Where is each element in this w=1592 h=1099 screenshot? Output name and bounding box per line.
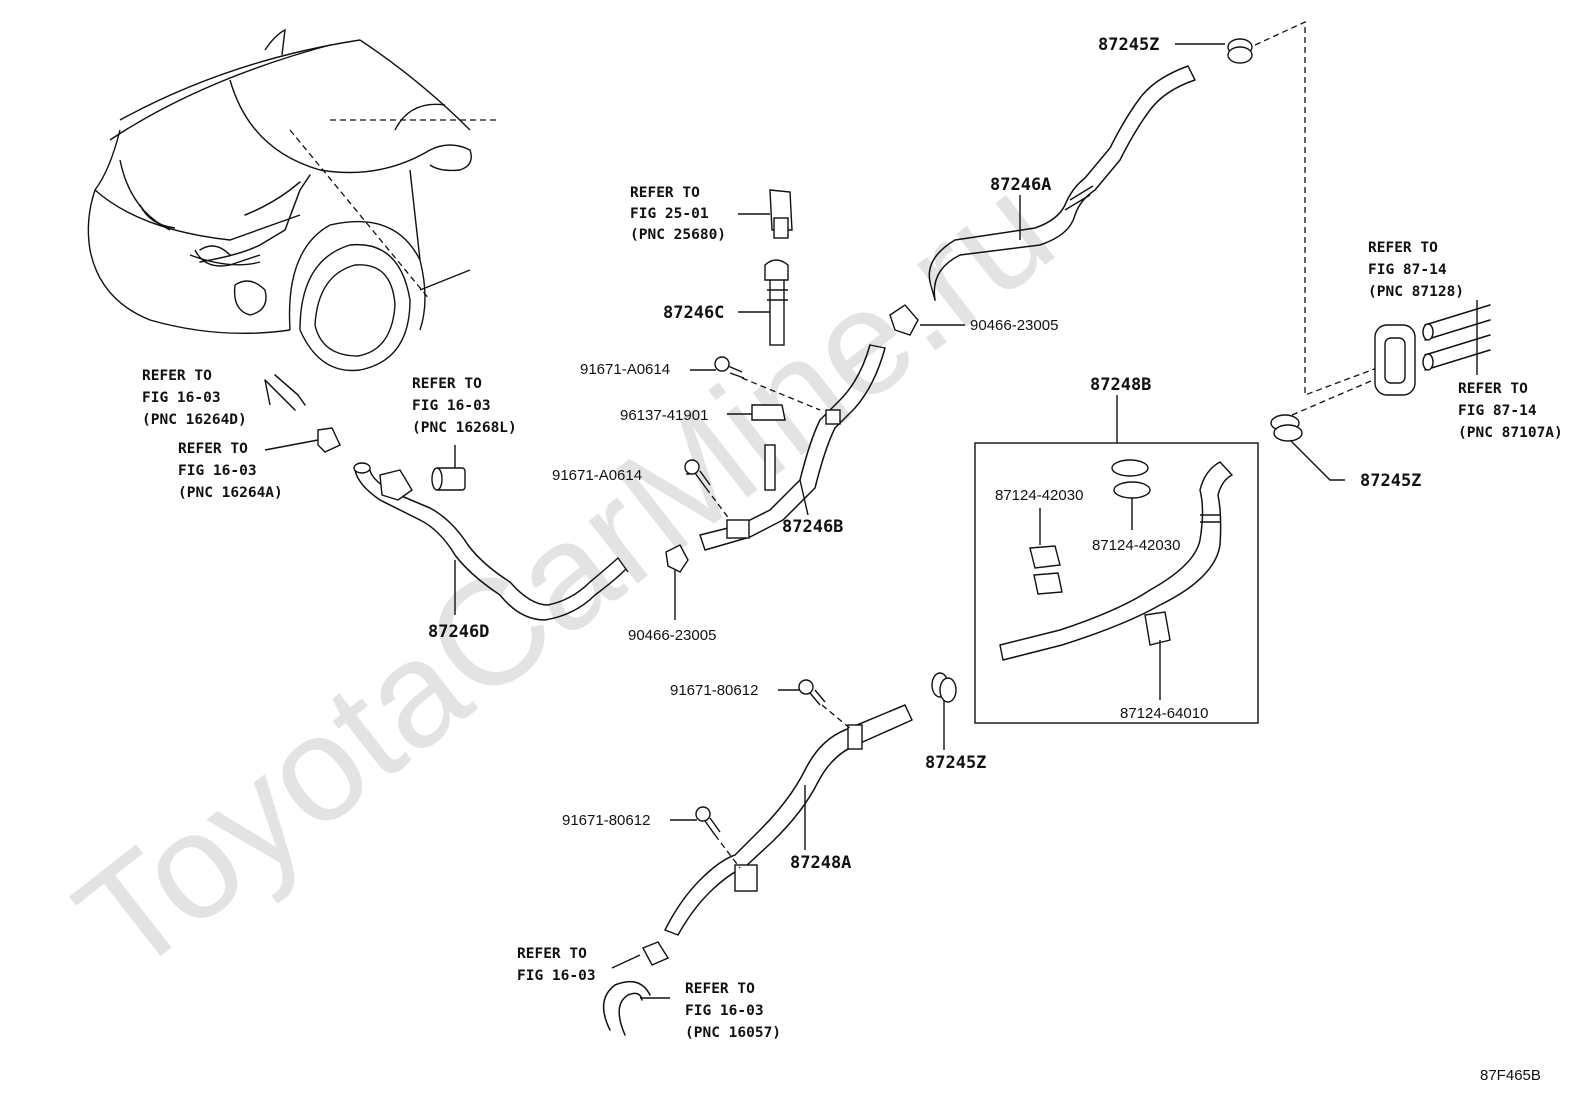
svg-text:FIG 25-01: FIG 25-01 xyxy=(630,206,709,222)
svg-text:(PNC 87107A): (PNC 87107A) xyxy=(1458,425,1563,441)
clamp-87245z-mid[interactable] xyxy=(931,672,957,703)
pipes-87107a xyxy=(1422,304,1491,371)
svg-text:REFER TO: REFER TO xyxy=(685,981,755,997)
label-91671-80612-top: 91671-80612 xyxy=(670,682,758,699)
svg-text:(PNC 25680): (PNC 25680) xyxy=(630,227,726,243)
vehicle-outline-illustration xyxy=(87,28,472,372)
clip-16-03 xyxy=(642,941,670,966)
bolt-91671-a0614-mid[interactable] xyxy=(684,459,711,489)
watermark: ToyotaCarMine.ru xyxy=(46,144,1082,1005)
label-87248b: 87248B xyxy=(1090,375,1151,395)
svg-text:FIG 16-03: FIG 16-03 xyxy=(142,390,221,406)
grommet-87128 xyxy=(1374,324,1416,396)
svg-text:REFER TO: REFER TO xyxy=(517,946,587,962)
label-96137-41901: 96137-41901 xyxy=(620,407,708,424)
clamp-96137-41901[interactable] xyxy=(751,404,786,421)
fitting-25680[interactable] xyxy=(769,189,793,239)
bolt-91671-80612-top[interactable] xyxy=(798,679,826,706)
label-87124-42030-right: 87124-42030 xyxy=(1092,537,1180,554)
label-87248a: 87248A xyxy=(790,853,851,873)
ref-pnc-16264a[interactable]: REFER TO FIG 16-03 (PNC 16264A) xyxy=(178,441,283,501)
cap-16268l[interactable] xyxy=(431,467,466,491)
bolt-91671-80612-bottom[interactable] xyxy=(695,806,721,836)
figure-code: 87F465B xyxy=(1480,1067,1541,1084)
clamp-87124-42030-left[interactable] xyxy=(1029,545,1063,595)
assembly-box-87248b xyxy=(974,442,1259,724)
label-87124-42030-left: 87124-42030 xyxy=(995,487,1083,504)
svg-text:FIG 16-03: FIG 16-03 xyxy=(178,463,257,479)
svg-text:(PNC 16268L): (PNC 16268L) xyxy=(412,420,517,436)
svg-text:REFER TO: REFER TO xyxy=(630,185,700,201)
svg-text:REFER TO: REFER TO xyxy=(1368,240,1438,256)
svg-text:FIG 16-03: FIG 16-03 xyxy=(412,398,491,414)
svg-text:FIG 16-03: FIG 16-03 xyxy=(517,968,596,984)
bolt-91671-a0614-top[interactable] xyxy=(714,356,745,379)
svg-text:(PNC 16264A): (PNC 16264A) xyxy=(178,485,283,501)
label-87245z-mid: 87245Z xyxy=(925,753,986,773)
ref-pnc-87107a[interactable]: REFER TO FIG 87-14 (PNC 87107A) xyxy=(1458,381,1563,441)
ref-pnc-16057[interactable]: REFER TO FIG 16-03 (PNC 16057) xyxy=(685,981,781,1041)
label-87246b: 87246B xyxy=(782,517,843,537)
svg-text:FIG 87-14: FIG 87-14 xyxy=(1458,403,1537,419)
label-90466-23005-right: 90466-23005 xyxy=(970,317,1058,334)
clamp-87124-42030-right[interactable] xyxy=(1111,459,1151,499)
hose-87248a[interactable] xyxy=(664,704,913,936)
svg-text:REFER TO: REFER TO xyxy=(178,441,248,457)
pipe-stub xyxy=(764,444,776,491)
svg-text:(PNC 87128): (PNC 87128) xyxy=(1368,284,1464,300)
svg-text:(PNC 16057): (PNC 16057) xyxy=(685,1025,781,1041)
label-90466-23005-bottom: 90466-23005 xyxy=(628,627,716,644)
label-87246d: 87246D xyxy=(428,622,489,642)
clip-87124-64010[interactable] xyxy=(1144,611,1171,646)
svg-text:FIG 87-14: FIG 87-14 xyxy=(1368,262,1447,278)
label-91671-80612-bottom: 91671-80612 xyxy=(562,812,650,829)
label-87245z-top: 87245Z xyxy=(1098,35,1159,55)
svg-text:FIG 16-03: FIG 16-03 xyxy=(685,1003,764,1019)
hose-87246a[interactable] xyxy=(928,65,1196,301)
hose-16264d xyxy=(264,374,306,411)
clamp-87245z-right[interactable] xyxy=(1270,414,1303,442)
label-87245z-right: 87245Z xyxy=(1360,471,1421,491)
clip-16264a[interactable] xyxy=(317,427,341,453)
svg-text:REFER TO: REFER TO xyxy=(142,368,212,384)
ref-pnc-87128[interactable]: REFER TO FIG 87-14 (PNC 87128) xyxy=(1368,240,1464,300)
label-87246c: 87246C xyxy=(663,303,724,323)
hose-87246d[interactable] xyxy=(353,462,629,621)
svg-text:REFER TO: REFER TO xyxy=(1458,381,1528,397)
label-87124-64010: 87124-64010 xyxy=(1120,705,1208,722)
ref-pnc-16264d[interactable]: REFER TO FIG 16-03 (PNC 16264D) xyxy=(142,368,247,428)
hose-16057 xyxy=(602,980,651,1036)
label-91671-a0614-mid: 91671-A0614 xyxy=(552,467,642,484)
svg-text:REFER TO: REFER TO xyxy=(412,376,482,392)
ref-pnc-25680[interactable]: REFER TO FIG 25-01 (PNC 25680) xyxy=(630,185,726,243)
clip-90466-23005-right[interactable] xyxy=(889,304,919,336)
hose-87248b[interactable] xyxy=(999,461,1233,661)
label-87246a: 87246A xyxy=(990,175,1051,195)
svg-text:(PNC 16264D): (PNC 16264D) xyxy=(142,412,247,428)
clamp-87245z-top[interactable] xyxy=(1227,38,1253,64)
label-91671-a0614-top: 91671-A0614 xyxy=(580,361,670,378)
ref-fig-16-03[interactable]: REFER TO FIG 16-03 xyxy=(517,946,596,984)
hose-87246b[interactable] xyxy=(699,344,886,551)
hose-87246c[interactable] xyxy=(764,259,789,346)
clip-90466-23005-bottom[interactable] xyxy=(665,544,689,573)
ref-pnc-16268l[interactable]: REFER TO FIG 16-03 (PNC 16268L) xyxy=(412,376,517,436)
